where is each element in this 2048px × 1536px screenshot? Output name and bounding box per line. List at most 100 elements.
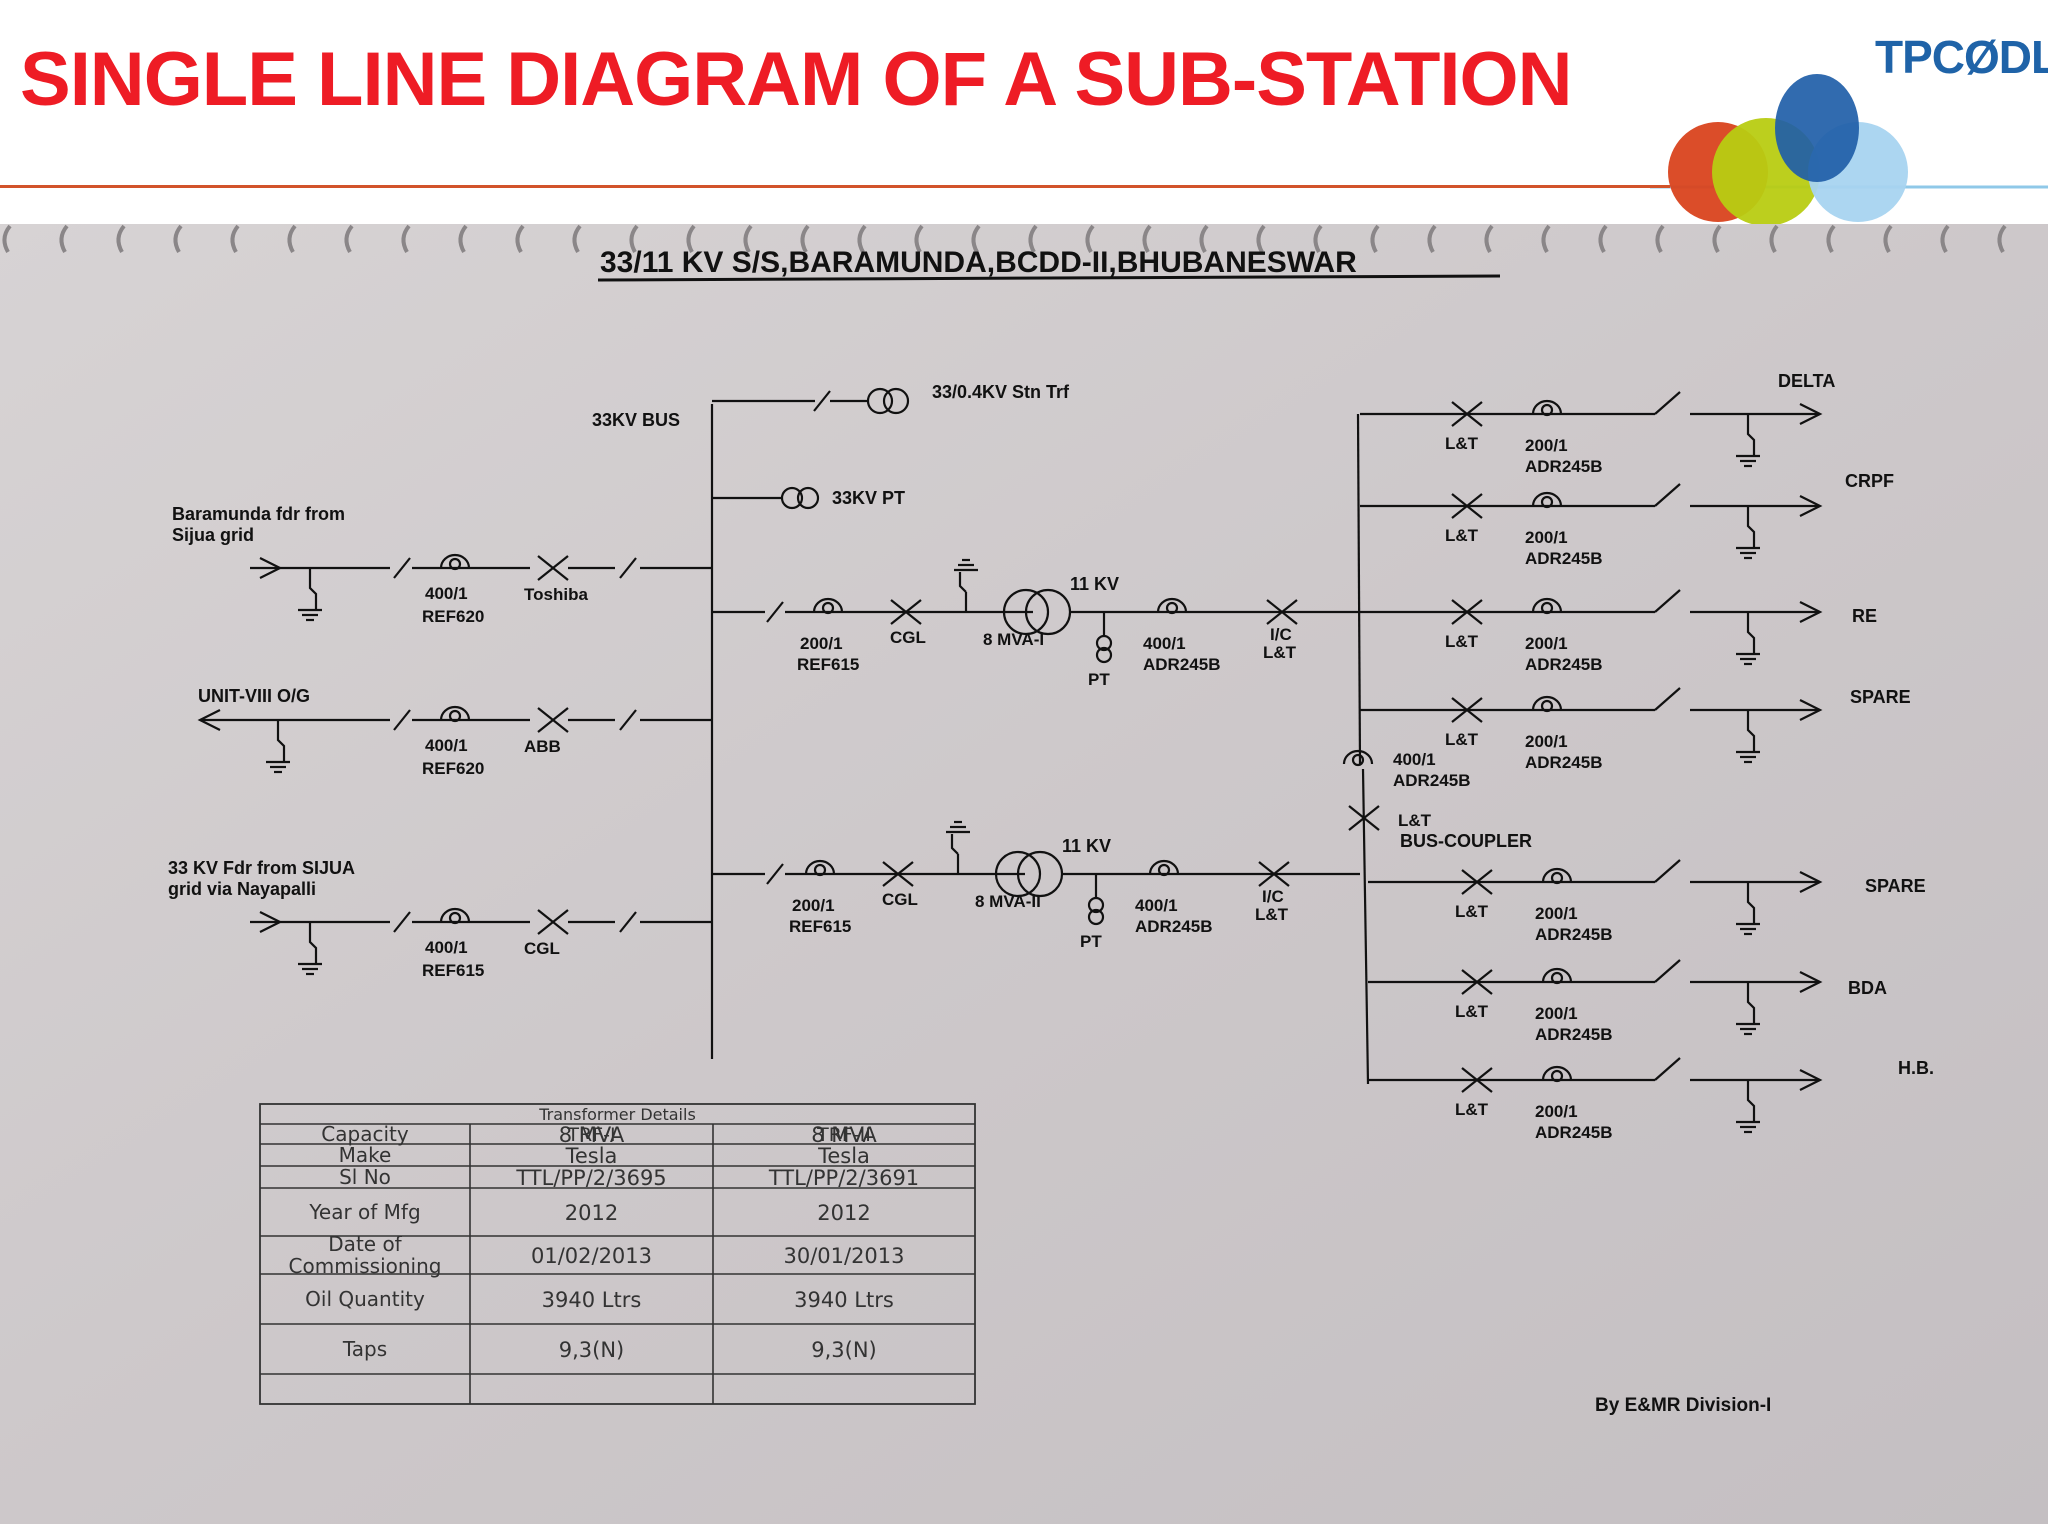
trf-hv-relay-label: REF615	[797, 655, 859, 674]
spiral-loop	[1484, 224, 1494, 253]
spiral-loop	[857, 224, 867, 253]
trf-hv-breaker-label: CGL	[882, 890, 918, 909]
trf-lv-ct-symbol	[1156, 597, 1188, 615]
feeder-breaker-label: L&T	[1455, 1100, 1489, 1119]
incomer-name: 33 KV Fdr from SIJUA	[168, 858, 355, 878]
isolator-symbol	[619, 557, 637, 579]
feeder-breaker-label: L&T	[1445, 526, 1479, 545]
trf-hv-breaker-symbol	[890, 599, 922, 625]
feeder-arrow	[259, 557, 283, 579]
incomer-breaker-label: CGL	[524, 939, 560, 958]
trf-incomer-label: I/C	[1270, 625, 1292, 644]
feeder-ct-symbol	[1541, 867, 1573, 885]
feeder-name: BDA	[1848, 978, 1887, 998]
isolator-symbol	[619, 709, 637, 731]
trf-lv-relay-label: ADR245B	[1143, 655, 1220, 674]
feeder-breaker-label: L&T	[1445, 632, 1479, 651]
spiral-loop	[344, 224, 354, 253]
incomer-relay-label: REF620	[422, 607, 484, 626]
feeder-name: DELTA	[1778, 371, 1835, 391]
transformer-winding-symbol	[994, 850, 1042, 898]
feeder-earth-switch	[1736, 720, 1760, 764]
table-cell: 8 MVA	[559, 1123, 625, 1147]
feeder-arrow	[259, 911, 283, 933]
spiral-loop	[1427, 224, 1437, 253]
feeder-earth-switch	[1736, 1090, 1760, 1134]
spiral-loop	[116, 224, 126, 253]
bus-coupler-breaker-label: L&T	[1398, 811, 1432, 830]
trf-hv-ct-label: 200/1	[792, 896, 835, 915]
isolator-symbol	[619, 911, 637, 933]
table-cell: 01/02/2013	[531, 1244, 652, 1268]
spiral-loop	[1142, 224, 1152, 253]
pt-33kv-label: 33KV PT	[832, 488, 905, 508]
wire	[1654, 859, 1681, 883]
incomer-breaker-label: Toshiba	[524, 585, 588, 604]
table-cell: 8 MVA	[811, 1123, 877, 1147]
feeder-arrow	[1799, 871, 1823, 893]
slide-title: SINGLE LINE DIAGRAM OF A SUB-STATION	[20, 37, 1573, 122]
isolator-symbol	[393, 911, 411, 933]
11kv-bus-section-1	[1356, 413, 1362, 765]
feeder-relay-label: ADR245B	[1525, 457, 1602, 476]
spiral-loop	[287, 224, 297, 253]
spiral-loop	[743, 224, 753, 253]
transformer-name: 8 MVA-II	[975, 892, 1041, 911]
trf-lv-breaker-symbol	[1266, 599, 1298, 625]
feeder-name: RE	[1852, 606, 1877, 626]
feeder-name: CRPF	[1845, 471, 1894, 491]
feeder-earth-switch	[1736, 622, 1760, 666]
table-column-header: TRF-I	[566, 1124, 615, 1146]
incomer-ct-label: 400/1	[425, 584, 468, 603]
feeder-ct-symbol	[1541, 1065, 1573, 1083]
feeder-relay-label: ADR245B	[1525, 655, 1602, 674]
spiral-loop	[1313, 224, 1323, 253]
incomer-ct-label: 400/1	[425, 938, 468, 957]
feeder-arrow	[197, 709, 221, 731]
station-transformer-symbol	[882, 387, 910, 415]
incomer-name: UNIT-VIII O/G	[198, 686, 310, 706]
spiral-loop	[629, 224, 639, 253]
incomer-name: Sijua grid	[172, 525, 254, 545]
feeder-earth-switch	[1736, 516, 1760, 560]
spiral-loop	[1883, 224, 1893, 253]
incomer-breaker-label: ABB	[524, 737, 561, 756]
transformer-winding-symbol	[1024, 588, 1072, 636]
table-cell: 2012	[817, 1201, 870, 1225]
bus-coupler-ct-label: 400/1	[1393, 750, 1436, 769]
spiral-loop	[1598, 224, 1608, 253]
table-cell: 9,3(N)	[811, 1338, 877, 1362]
feeder-name: H.B.	[1898, 1058, 1934, 1078]
bus-coupler-breaker-symbol	[1348, 805, 1380, 831]
table-border	[259, 1103, 976, 1405]
incomer-earth-switch	[298, 932, 322, 976]
logo-circles	[1650, 74, 2048, 226]
feeder-earth-switch	[1736, 992, 1760, 1036]
table-column-header: TRF-II	[816, 1124, 871, 1146]
spiral-loop	[2, 224, 12, 253]
table-cell: 30/01/2013	[783, 1244, 904, 1268]
diagram-lines	[200, 391, 1820, 1090]
table-cell: Tesla	[817, 1144, 870, 1168]
trf-hv-ct-symbol	[812, 597, 844, 615]
table-row-label: Oil Quantity	[305, 1287, 425, 1311]
wire	[1654, 483, 1681, 507]
wire	[1654, 589, 1681, 613]
spiral-loop	[1541, 224, 1551, 253]
logo-blue-circle	[1775, 74, 1859, 182]
feeder-breaker-label: L&T	[1455, 1002, 1489, 1021]
feeder-ct-label: 200/1	[1535, 904, 1578, 923]
feeder-relay-label: ADR245B	[1535, 925, 1612, 944]
isolator-symbol	[766, 863, 784, 885]
table-cell: TTL/PP/2/3695	[515, 1166, 666, 1190]
table-cell: 3940 Ltrs	[794, 1288, 894, 1312]
table-row-label: Capacity	[321, 1122, 409, 1146]
33kv-bus-label: 33KV BUS	[592, 410, 680, 430]
trf-lv-ct-label: 400/1	[1135, 896, 1178, 915]
trf-hv-ct-symbol	[804, 859, 836, 877]
incomer-name: grid via Nayapalli	[168, 879, 316, 899]
isolator-symbol	[813, 390, 831, 412]
feeder-ct-symbol	[1531, 491, 1563, 509]
trf-lv-pt-symbol	[1087, 908, 1105, 926]
